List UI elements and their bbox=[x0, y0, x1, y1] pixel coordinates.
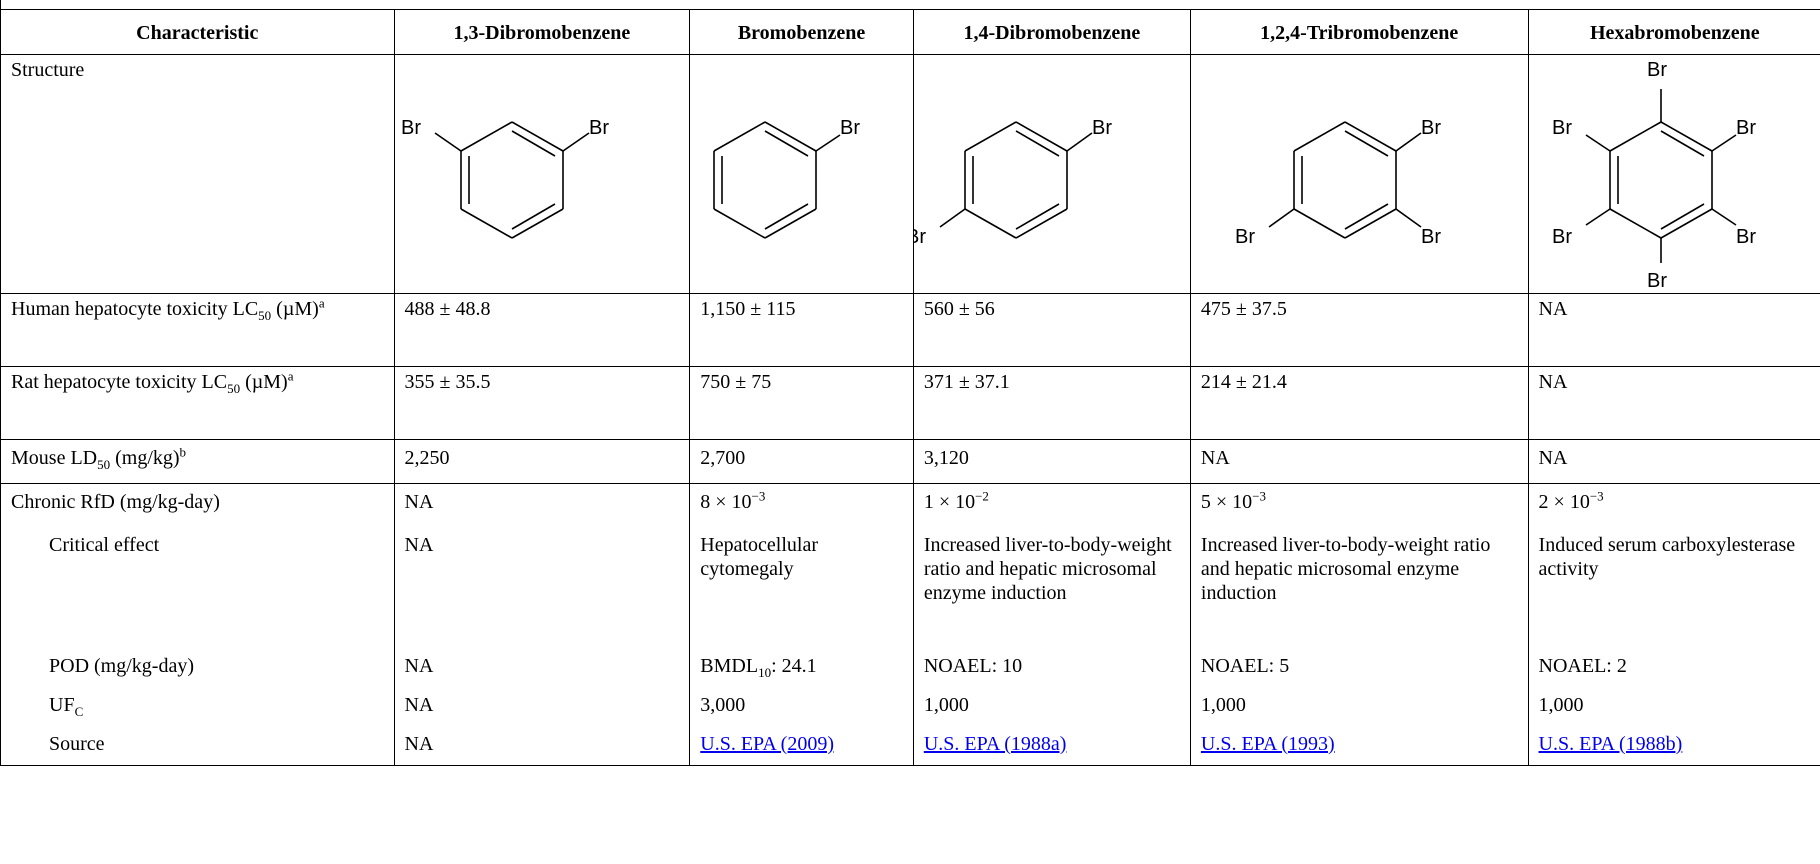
structure-14-dibromobenzene: Br Br bbox=[912, 54, 1191, 294]
chronic-rfd-row: Chronic RfD (mg/kg-day) NA 8 × 10−3 1 × … bbox=[0, 483, 1820, 527]
table-cell: 8 × 10−3 bbox=[689, 483, 914, 527]
table-cell: BMDL10: 24.1 bbox=[689, 648, 914, 687]
table-cell: U.S. EPA (1993) bbox=[1189, 726, 1529, 766]
header-124-tribromobenzene: 1,2,4-Tribromobenzene bbox=[1189, 9, 1529, 55]
source-link-us-epa-1988a[interactable]: U.S. EPA (1988a) bbox=[923, 733, 1067, 755]
table-top-frame bbox=[0, 0, 1820, 9]
table-cell: NA bbox=[393, 726, 691, 766]
human-hepatocyte-label: Human hepatocyte toxicity LC50 (µM)a bbox=[0, 293, 395, 367]
table-cell: NOAEL: 5 bbox=[1189, 648, 1529, 687]
atom-label: Br bbox=[1421, 117, 1441, 139]
hexabromobenzene-structure: Br Br Br Br Br Br bbox=[1552, 59, 1756, 292]
14-dibromobenzene-structure: Br Br bbox=[914, 117, 1112, 248]
structure-124-tribromobenzene: Br Br Br bbox=[1189, 54, 1529, 294]
atom-label: Br bbox=[1736, 117, 1756, 139]
table-cell: 2,700 bbox=[689, 439, 914, 484]
table-cell: NA bbox=[393, 648, 691, 687]
ufc-label: UFC bbox=[0, 687, 395, 726]
table-cell: 3,120 bbox=[912, 439, 1191, 484]
table-cell: 214 ± 21.4 bbox=[1189, 366, 1529, 440]
table-cell: 2 × 10−3 bbox=[1527, 483, 1820, 527]
table-cell: U.S. EPA (1988a) bbox=[912, 726, 1191, 766]
header-hexabromobenzene: Hexabromobenzene bbox=[1527, 9, 1820, 55]
atom-label: Br bbox=[1421, 226, 1441, 248]
critical-effect-row: Critical effect NA Hepatocellular cytome… bbox=[0, 527, 1820, 648]
table-cell: Induced serum carboxylesterase activity bbox=[1527, 527, 1820, 648]
toxicity-comparison-table: Characteristic 1,3-Dibromobenzene Bromob… bbox=[0, 9, 1820, 766]
critical-effect-label: Critical effect bbox=[0, 527, 395, 648]
table-cell: 475 ± 37.5 bbox=[1189, 293, 1529, 367]
rat-hepatocyte-label: Rat hepatocyte toxicity LC50 (µM)a bbox=[0, 366, 395, 440]
source-link-us-epa-2009[interactable]: U.S. EPA (2009) bbox=[700, 733, 834, 755]
table-cell: Increased liver-to-body-weight ratio and… bbox=[912, 527, 1191, 648]
atom-label: Br bbox=[914, 226, 926, 248]
table-cell: NA bbox=[1527, 293, 1820, 367]
atom-label: Br bbox=[1552, 117, 1572, 139]
table-cell: NA bbox=[1527, 366, 1820, 440]
source-label: Source bbox=[0, 726, 395, 766]
header-bromobenzene: Bromobenzene bbox=[689, 9, 914, 55]
table-cell: 488 ± 48.8 bbox=[393, 293, 691, 367]
bromobenzene-structure: Br bbox=[713, 117, 861, 239]
table-cell: 1,000 bbox=[1189, 687, 1529, 726]
structure-bromobenzene: Br bbox=[689, 54, 914, 294]
atom-label: Br bbox=[589, 117, 609, 139]
header-row: Characteristic 1,3-Dibromobenzene Bromob… bbox=[0, 9, 1820, 55]
atom-label: Br bbox=[401, 117, 421, 139]
header-characteristic: Characteristic bbox=[0, 9, 395, 55]
table-cell: 1,000 bbox=[1527, 687, 1820, 726]
table-cell: U.S. EPA (1988b) bbox=[1527, 726, 1820, 766]
structure-hexabromobenzene: Br Br Br Br Br Br bbox=[1527, 54, 1820, 294]
atom-label: Br bbox=[1092, 117, 1112, 139]
header-13-dibromobenzene: 1,3-Dibromobenzene bbox=[393, 9, 691, 55]
atom-label: Br bbox=[840, 117, 860, 139]
atom-label: Br bbox=[1552, 226, 1572, 248]
table-cell: NA bbox=[393, 527, 691, 648]
atom-label: Br bbox=[1736, 226, 1756, 248]
table-cell: NOAEL: 2 bbox=[1527, 648, 1820, 687]
chronic-rfd-label: Chronic RfD (mg/kg-day) bbox=[0, 483, 395, 527]
pod-label: POD (mg/kg-day) bbox=[0, 648, 395, 687]
table-cell: 1 × 10−2 bbox=[912, 483, 1191, 527]
124-tribromobenzene-structure: Br Br Br bbox=[1235, 117, 1441, 248]
table-cell: 355 ± 35.5 bbox=[393, 366, 691, 440]
table-cell: Hepatocellular cytomegaly bbox=[689, 527, 914, 648]
table-cell: 2,250 bbox=[393, 439, 691, 484]
mouse-ld50-label: Mouse LD50 (mg/kg)b bbox=[0, 439, 395, 484]
pod-row: POD (mg/kg-day) NA BMDL10: 24.1 NOAEL: 1… bbox=[0, 648, 1820, 687]
atom-label: Br bbox=[1235, 226, 1255, 248]
source-row: Source NA U.S. EPA (2009) U.S. EPA (1988… bbox=[0, 726, 1820, 766]
table-cell: U.S. EPA (2009) bbox=[689, 726, 914, 766]
table-cell: NA bbox=[1527, 439, 1820, 484]
table-cell: 371 ± 37.1 bbox=[912, 366, 1191, 440]
table-cell: NA bbox=[393, 687, 691, 726]
header-14-dibromobenzene: 1,4-Dibromobenzene bbox=[912, 9, 1191, 55]
structure-row: Structure Br Br Br bbox=[0, 54, 1820, 294]
mouse-ld50-row: Mouse LD50 (mg/kg)b 2,250 2,700 3,120 NA… bbox=[0, 439, 1820, 484]
ufc-row: UFC NA 3,000 1,000 1,000 1,000 bbox=[0, 687, 1820, 726]
table-cell: NA bbox=[393, 483, 691, 527]
table-cell: 560 ± 56 bbox=[912, 293, 1191, 367]
rat-hepatocyte-row: Rat hepatocyte toxicity LC50 (µM)a 355 ±… bbox=[0, 366, 1820, 440]
table-cell: 750 ± 75 bbox=[689, 366, 914, 440]
source-link-us-epa-1988b[interactable]: U.S. EPA (1988b) bbox=[1538, 733, 1683, 755]
table-cell: 1,150 ± 115 bbox=[689, 293, 914, 367]
table-cell: Increased liver-to-body-weight ratio and… bbox=[1189, 527, 1529, 648]
table-cell: 3,000 bbox=[689, 687, 914, 726]
table-cell: NA bbox=[1189, 439, 1529, 484]
13-dibromobenzene-structure: Br Br bbox=[401, 117, 609, 239]
atom-label: Br bbox=[1647, 270, 1667, 292]
table-cell: 1,000 bbox=[912, 687, 1191, 726]
structure-13-dibromobenzene: Br Br bbox=[393, 54, 691, 294]
atom-label: Br bbox=[1647, 59, 1667, 81]
human-hepatocyte-row: Human hepatocyte toxicity LC50 (µM)a 488… bbox=[0, 293, 1820, 367]
source-link-us-epa-1993[interactable]: U.S. EPA (1993) bbox=[1200, 733, 1335, 755]
table-cell: 5 × 10−3 bbox=[1189, 483, 1529, 527]
table-cell: NOAEL: 10 bbox=[912, 648, 1191, 687]
structure-label: Structure bbox=[0, 54, 395, 294]
